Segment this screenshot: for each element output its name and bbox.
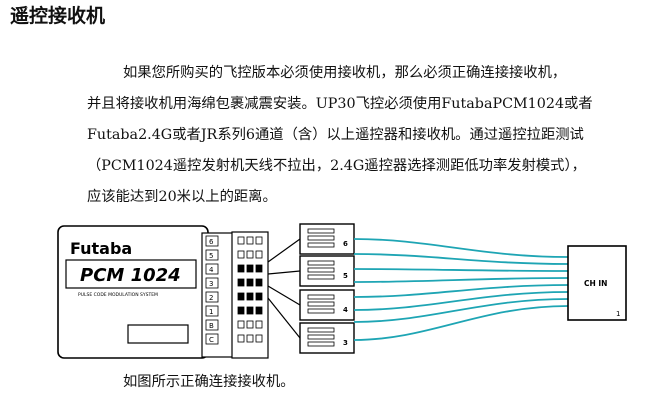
header-pin	[246, 292, 254, 301]
port-label-box	[205, 333, 219, 345]
paragraph-line: 并且将接收机用海绵包裹减震安装。UP30飞控必须使用FutabaPCM1024或…	[87, 96, 593, 112]
port-label-box	[205, 235, 219, 247]
connector-pin-slot	[307, 260, 335, 266]
header-pin	[237, 320, 245, 329]
port-label-box	[205, 277, 219, 289]
header-pin	[255, 250, 263, 259]
connector-lead	[267, 238, 301, 263]
port-label: 5	[209, 252, 213, 260]
connector-pin-slot	[307, 308, 335, 314]
fc-input-label: CH IN	[584, 279, 607, 288]
header-pin	[255, 306, 263, 315]
flight-controller-input: CH IN 1	[567, 245, 627, 321]
port-label-box	[205, 263, 219, 275]
header-pin	[255, 292, 263, 301]
header-pin	[246, 278, 254, 287]
receiver-subtitle: PULSE CODE MODULATION SYSTEM	[78, 292, 158, 298]
signal-wire	[353, 284, 569, 298]
header-pin	[246, 306, 254, 315]
header-pin	[255, 264, 263, 273]
signal-wire	[353, 291, 569, 311]
port-label-box	[205, 319, 219, 331]
port-label: 3	[209, 280, 213, 288]
header-pin	[246, 236, 254, 245]
header-pin	[246, 320, 254, 329]
port-label: 1	[209, 308, 213, 316]
connector-pin-slot	[307, 242, 335, 248]
signal-wire	[353, 298, 569, 323]
port-label: 6	[209, 238, 214, 246]
port-label: 4	[209, 266, 214, 274]
header-pin	[255, 334, 263, 343]
connector-pin-slot	[307, 341, 335, 347]
connector-lead	[267, 270, 301, 275]
connector-pin-slot	[307, 274, 335, 280]
receiver-brand: Futaba	[70, 239, 132, 258]
header-pin	[246, 264, 254, 273]
servo-connectors: 6 5 4 3	[267, 223, 355, 354]
connector-number: 3	[343, 339, 348, 347]
paragraph-line: Futaba2.4G或者JR系列6通道（含）以上遥控器和接收机。通过遥控拉距测试	[87, 127, 584, 143]
model-label-box	[65, 259, 197, 289]
figure-caption: 如图所示正确连接接收机。	[123, 374, 295, 390]
connector-number: 6	[343, 240, 348, 248]
connector-pin-slot	[307, 327, 335, 333]
connector-pin-slot	[307, 294, 335, 300]
connector-pin-slot	[307, 301, 335, 307]
signal-wire	[353, 253, 569, 265]
connector-pin-slot	[307, 228, 335, 234]
header-pin	[237, 278, 245, 287]
header-pin	[255, 278, 263, 287]
header-pin	[255, 236, 263, 245]
port-label-box	[205, 249, 219, 261]
signal-wire	[353, 305, 569, 341]
connector-number: 4	[343, 306, 348, 314]
signal-wire	[353, 238, 569, 258]
connector-lead	[267, 285, 301, 306]
body-paragraph: 如果您所购买的飞控版本必须使用接收机，那么必须正确连接接收机， 并且将接收机用海…	[87, 58, 657, 213]
connector-lead	[267, 297, 301, 339]
header-pin	[255, 320, 263, 329]
paragraph-line: 如果您所购买的飞控版本必须使用接收机，那么必须正确连接接收机，	[123, 65, 567, 81]
fc-input-block	[567, 245, 627, 321]
receiver-model: PCM 1024	[80, 265, 181, 286]
header-pin	[237, 236, 245, 245]
header-pin	[246, 250, 254, 259]
receiver-window	[127, 324, 189, 344]
section-title: 遥控接收机	[10, 5, 106, 27]
port-label: B	[209, 322, 214, 330]
header-pin	[237, 292, 245, 301]
connector-pin-slot	[307, 334, 335, 340]
signal-wire	[353, 268, 569, 272]
port-label: 2	[209, 294, 213, 302]
connector-pin-slot	[307, 267, 335, 273]
port-label: C	[209, 336, 214, 344]
fc-pin-mark: 1	[616, 310, 620, 318]
header-pin	[237, 334, 245, 343]
receiver: Futaba PCM 1024 PULSE CODE MODULATION SY…	[57, 225, 269, 359]
header-pin	[246, 334, 254, 343]
port-label-box	[205, 291, 219, 303]
header-pin	[237, 250, 245, 259]
paragraph-line: 应该能达到20米以上的距离。	[87, 189, 277, 205]
header-pin	[237, 306, 245, 315]
connector-pin-slot	[307, 235, 335, 241]
header-pin	[237, 264, 245, 273]
connector-number: 5	[343, 272, 348, 280]
signal-wires	[353, 238, 569, 341]
paragraph-line: （PCM1024遥控发射机天线不拉出，2.4G遥控器选择测距低功率发射模式），	[87, 158, 586, 174]
port-label-box	[205, 305, 219, 317]
signal-wire	[353, 277, 569, 283]
